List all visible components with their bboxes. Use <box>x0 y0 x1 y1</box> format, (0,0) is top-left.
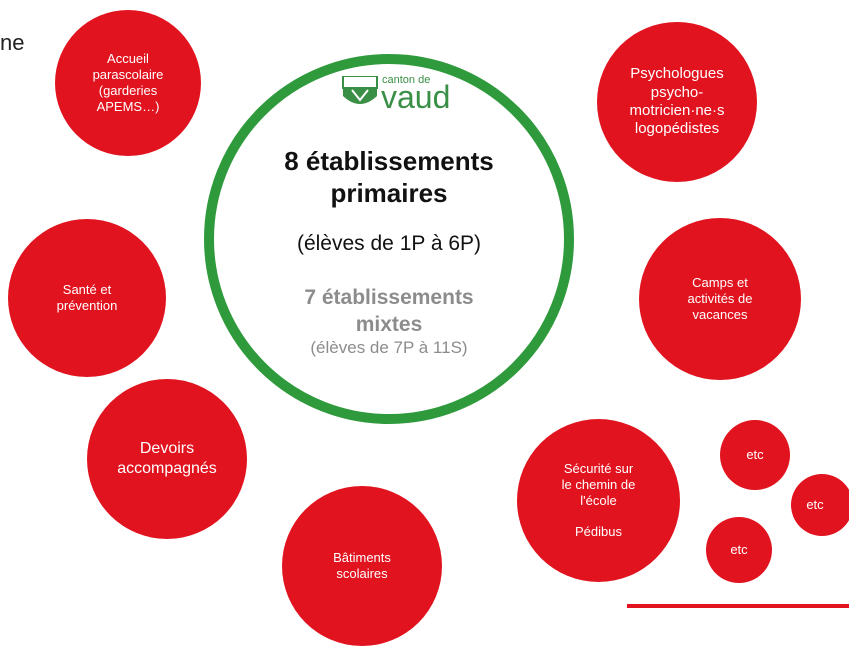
bubble-line: psycho- <box>650 83 704 101</box>
bubble-line: accompagnés <box>117 460 217 477</box>
primary-line-1: 8 établissements <box>284 146 494 176</box>
bubble-line: l'école <box>580 492 617 508</box>
bubble-line: parascolaire <box>92 67 164 83</box>
bubble-line: etc <box>746 447 764 463</box>
bubble-batiments-scolaires: Bâtiments scolaires <box>282 486 442 646</box>
bubble-line: Devoirs <box>139 440 195 458</box>
bubble-etc-1: etc <box>720 420 790 490</box>
bubble-line: (garderies <box>98 83 158 98</box>
canton-vaud-logo: canton de vaud <box>342 72 482 116</box>
bubble-accueil-parascolaire: Accueil parascolaire (garderies APEMS…) <box>55 10 201 156</box>
bubble-line: logopédistes <box>634 120 720 138</box>
bubble-line: scolaires <box>336 566 388 581</box>
bubble-line: APEMS…) <box>96 98 160 114</box>
mixed-line-1: 7 établissements <box>304 286 474 309</box>
bubble-line: activités de <box>687 291 753 307</box>
bubble-line: Psychologues <box>630 65 724 83</box>
primary-line-2: primaires <box>330 178 448 208</box>
bubble-line: Sécurité sur <box>563 460 634 476</box>
bubble-line: motricien·ne·s <box>629 102 725 119</box>
bubble-sante-prevention: Santé et prévention <box>8 219 166 377</box>
bubble-line: Santé et <box>62 282 112 298</box>
mixed-line-2: mixtes <box>355 313 423 336</box>
logo-big-text: vaud <box>381 79 451 115</box>
mixed-schools-title: 7 établissements mixtes <box>204 284 574 338</box>
bubble-line: prévention <box>56 298 118 313</box>
bubble-securite-chemin: Sécurité sur le chemin de l'école Pédibu… <box>517 419 680 582</box>
bubble-line: Pédibus <box>575 524 622 540</box>
logo-small-text: canton de <box>382 74 431 86</box>
bubble-psychologues: Psychologues psycho- motricien·ne·s logo… <box>597 22 757 182</box>
bottom-accent-line <box>627 604 849 608</box>
mixed-schools-subtitle: (élèves de 7P à 11S) <box>310 338 468 357</box>
bubble-line: Bâtiments <box>333 550 391 566</box>
bubble-line: Accueil <box>107 51 149 67</box>
bubble-devoirs-accompagnes: Devoirs accompagnés <box>87 379 247 539</box>
bubble-line: etc <box>806 497 824 513</box>
bubble-etc-2: etc <box>791 474 849 536</box>
bubble-line: le chemin de <box>561 476 636 492</box>
primary-schools-title: 8 établissements primaires <box>204 145 574 209</box>
bubble-line: etc <box>730 542 748 558</box>
vaud-shield-icon <box>342 76 378 104</box>
partial-heading-text: ne <box>0 30 25 55</box>
bubble-camps-activites: Camps et activités de vacances <box>639 218 801 380</box>
bubble-etc-3: etc <box>706 517 772 583</box>
center-circle <box>204 54 574 424</box>
primary-schools-subtitle: (élèves de 1P à 6P) <box>296 232 482 255</box>
bubble-line: Camps et <box>692 275 748 291</box>
bubble-line: vacances <box>692 306 748 322</box>
